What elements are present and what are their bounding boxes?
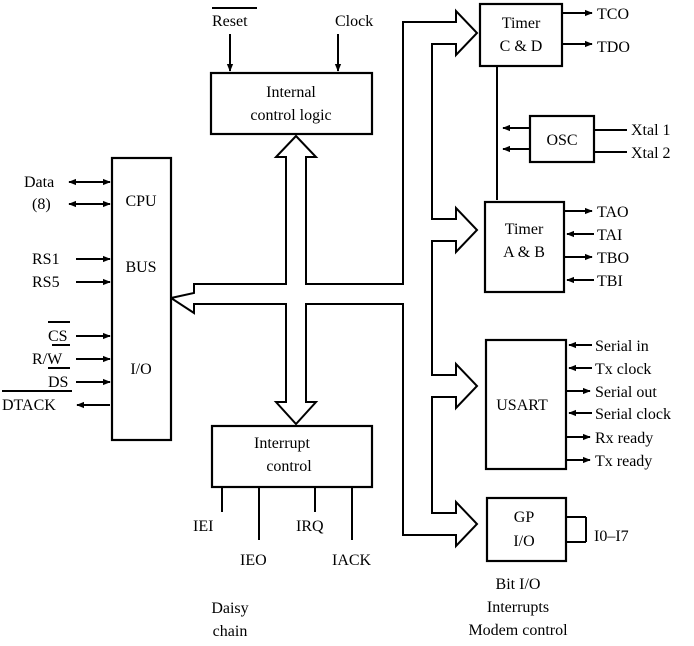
timer-ab-block: Timer A & B	[483, 200, 566, 294]
internal-control-line2: control logic	[250, 107, 331, 124]
clock-label: Clock	[335, 13, 373, 30]
rw-label: R/W	[32, 351, 63, 368]
serial-out-label: Serial out	[595, 384, 657, 401]
osc-label: OSC	[546, 132, 577, 149]
cpu-bus-io-block: CPU BUS I/O	[110, 156, 173, 442]
bit-io-label: Bit I/O	[496, 576, 541, 593]
io-label: I/O	[130, 361, 151, 378]
usart-signals: Serial in Tx clock Serial out Serial clo…	[566, 338, 671, 470]
rs1-label: RS1	[32, 251, 60, 268]
tbo-label: TBO	[597, 250, 629, 267]
ds-label: DS	[48, 374, 68, 391]
left-signals: Data (8) RS1 RS5 CS R/W DS DTACK	[2, 174, 111, 414]
data-label: Data	[24, 174, 54, 191]
main-bus	[168, 8, 479, 549]
internal-control-block: Internal control logic	[209, 71, 374, 136]
interrupt-control-block: Interrupt control	[210, 424, 374, 489]
svg-text:chain: chain	[213, 623, 248, 640]
serial-clock-label: Serial clock	[595, 406, 671, 423]
xtal1-label: Xtal 1	[631, 122, 671, 139]
osc-inputs: Xtal 1 Xtal 2	[594, 122, 671, 162]
interrupt-control-line1: Interrupt	[254, 435, 311, 452]
modem-control-label: Modem control	[468, 622, 568, 639]
iei-label: IEI	[193, 518, 213, 535]
reset-signal: Reset	[212, 7, 257, 72]
gpio-block: GP I/O	[485, 496, 568, 563]
gpio-line2: I/O	[513, 533, 534, 550]
timer-ab-line1: Timer	[505, 221, 544, 238]
timer-ab-signals: TAO TAI TBO TBI	[565, 204, 629, 290]
tai-label: TAI	[597, 227, 622, 244]
timer-cd-block: Timer C & D	[478, 2, 564, 68]
interrupt-control-line2: control	[266, 458, 312, 475]
tco-label: TCO	[597, 6, 629, 23]
usart-block: USART	[484, 338, 568, 471]
ieo-label: IEO	[240, 552, 267, 569]
tdo-label: TDO	[597, 39, 630, 56]
osc-block: OSC	[528, 114, 596, 164]
reset-label: Reset	[212, 13, 248, 30]
timer-ab-line2: A & B	[503, 244, 545, 261]
interrupt-signals: IEI IEO IRQ IACK	[193, 487, 372, 569]
gpio-line1: GP	[514, 509, 535, 526]
gpio-functions: Bit I/O Interrupts Modem control	[468, 576, 568, 639]
cpu-label: CPU	[125, 193, 157, 210]
daisy-chain-label: Daisy chain	[211, 600, 248, 640]
clock-signal: Clock	[334, 13, 373, 72]
svg-text:Daisy: Daisy	[211, 600, 248, 617]
timer-cd-line2: C & D	[500, 38, 543, 55]
serial-in-label: Serial in	[595, 338, 649, 355]
iack-label: IACK	[332, 552, 372, 569]
irq-label: IRQ	[296, 518, 324, 535]
tx-clock-label: Tx clock	[595, 361, 651, 378]
usart-label: USART	[496, 397, 548, 414]
bus-label: BUS	[125, 259, 156, 276]
rx-ready-label: Rx ready	[595, 430, 653, 447]
tbi-label: TBI	[597, 273, 623, 290]
timer-cd-line1: Timer	[502, 15, 541, 32]
tx-ready-label: Tx ready	[595, 453, 652, 470]
rs5-label: RS5	[32, 274, 60, 291]
data-width-label: (8)	[32, 196, 51, 213]
cs-label: CS	[48, 328, 68, 345]
xtal2-label: Xtal 2	[631, 145, 671, 162]
gpio-port: I0–I7	[566, 516, 629, 545]
timer-cd-outputs: TCO TDO	[562, 6, 630, 56]
internal-control-line1: Internal	[266, 84, 316, 101]
tao-label: TAO	[597, 204, 629, 221]
dtack-label: DTACK	[2, 397, 56, 414]
gpio-pins-label: I0–I7	[594, 528, 629, 545]
interrupts-label: Interrupts	[487, 599, 549, 616]
